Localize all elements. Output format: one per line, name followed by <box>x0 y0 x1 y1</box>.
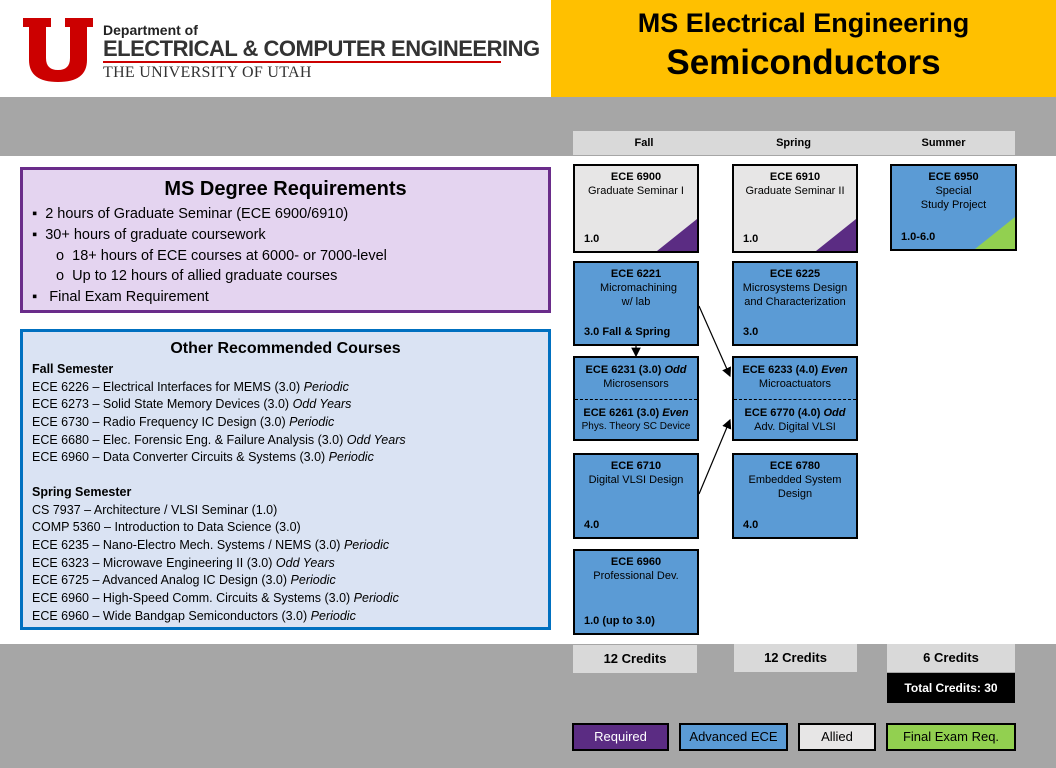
total-credits: Total Credits: 30 <box>887 673 1015 703</box>
course-number: ECE 6770 (4.0) Odd <box>744 407 846 419</box>
requirements-title: MS Degree Requirements <box>164 178 407 200</box>
course-name: Microsensors <box>603 378 669 390</box>
arrow-6710-to-6770 <box>698 418 732 495</box>
recommended-course: ECE 6960 – Wide Bandgap Semiconductors (… <box>32 609 356 623</box>
course-name: Digital VLSI Design <box>588 474 684 486</box>
recommended-course: ECE 6226 – Electrical Interfaces for MEM… <box>32 380 349 394</box>
course-name: Graduate Seminar II <box>745 185 845 197</box>
course-name: Embedded System Design <box>748 474 842 500</box>
university-u-logo <box>23 18 93 82</box>
course-ece-6900[interactable]: ECE 6900 Graduate Seminar I 1.0 <box>573 164 699 253</box>
legend-final-exam: Final Exam Req. <box>886 723 1016 751</box>
recommended-course: COMP 5360 – Introduction to Data Science… <box>32 520 301 534</box>
course-ece-6780[interactable]: ECE 6780 Embedded System Design 4.0 <box>732 453 858 539</box>
course-ece-6225[interactable]: ECE 6225 Microsystems Design and Charact… <box>732 261 858 346</box>
course-number: ECE 6950 <box>928 171 979 183</box>
requirement-item: ▪ 2 hours of Graduate Seminar (ECE 6900/… <box>32 206 349 222</box>
recommended-course: ECE 6235 – Nano-Electro Mech. Systems / … <box>32 538 390 552</box>
course-divider <box>575 399 697 400</box>
fall-semester-heading: Fall Semester <box>32 362 114 376</box>
recommended-course: ECE 6680 – Elec. Forensic Eng. & Failure… <box>32 433 406 447</box>
logo-area <box>0 0 551 97</box>
course-name: Phys. Theory SC Device <box>581 421 691 432</box>
requirement-item: ▪ 30+ hours of graduate coursework <box>32 227 266 243</box>
course-credits: 3.0 <box>743 326 759 338</box>
legend-required: Required <box>572 723 669 751</box>
requirement-item: ▪ Final Exam Requirement <box>32 289 209 305</box>
recommended-course: ECE 6725 – Advanced Analog IC Design (3.… <box>32 573 336 587</box>
recommended-courses-box: Other Recommended Courses Fall Semester … <box>20 329 551 630</box>
recommended-title: Other Recommended Courses <box>170 340 401 357</box>
course-credits: 1.0-6.0 <box>901 231 936 243</box>
fall-header: Fall <box>573 131 715 155</box>
recommended-course: ECE 6960 – High-Speed Comm. Circuits & S… <box>32 591 399 605</box>
course-number: ECE 6261 (3.0) Even <box>583 407 689 419</box>
degree-requirements-box: MS Degree Requirements ▪ 2 hours of Grad… <box>20 167 551 313</box>
recommended-course: ECE 6730 – Radio Frequency IC Design (3.… <box>32 415 335 429</box>
course-credits: 1.0 <box>584 233 600 245</box>
university-name: THE UNIVERSITY OF UTAH <box>103 64 312 81</box>
summer-header: Summer <box>872 131 1015 155</box>
required-marker <box>816 219 856 251</box>
spring-header: Spring <box>715 131 872 155</box>
course-number: ECE 6910 <box>769 171 821 183</box>
course-credits: 1.0 (up to 3.0) <box>584 615 655 627</box>
course-number: ECE 6710 <box>610 460 662 472</box>
requirement-subitem: o 18+ hours of ECE courses at 6000- or 7… <box>56 248 387 264</box>
course-divider <box>734 399 856 400</box>
course-credits: 4.0 <box>743 519 759 531</box>
recommended-course: CS 7937 – Architecture / VLSI Seminar (1… <box>32 503 278 517</box>
course-number: ECE 6231 (3.0) Odd <box>585 364 687 376</box>
course-ece-6231-6261[interactable]: ECE 6231 (3.0) Odd Microsensors ECE 6261… <box>573 356 699 441</box>
course-ece-6710[interactable]: ECE 6710 Digital VLSI Design 4.0 <box>573 453 699 539</box>
spring-credits: 12 Credits <box>734 644 857 672</box>
recommended-course: ECE 6323 – Microwave Engineering II (3.0… <box>32 556 335 570</box>
recommended-course: ECE 6273 – Solid State Memory Devices (3… <box>32 397 352 411</box>
dept-small-label: Department of <box>103 22 198 38</box>
legend-advanced-ece: Advanced ECE <box>679 723 788 751</box>
course-name: Micromachining w/ lab <box>600 282 678 308</box>
dept-name: ELECTRICAL & COMPUTER ENGINEERING <box>103 36 540 61</box>
arrow-6221-to-6233 <box>698 305 731 378</box>
course-number: ECE 6960 <box>610 556 662 568</box>
final-exam-marker <box>975 217 1015 249</box>
title-banner: MS Electrical Engineering Semiconductors <box>551 0 1056 97</box>
course-name: Professional Dev. <box>593 570 679 582</box>
course-name: Special Study Project <box>920 185 987 211</box>
course-number: ECE 6233 (4.0) Even <box>742 364 848 376</box>
course-credits: 4.0 <box>584 519 600 531</box>
spring-semester-heading: Spring Semester <box>32 485 132 499</box>
course-name: Adv. Digital VLSI <box>754 421 836 433</box>
recommended-course: ECE 6960 – Data Converter Circuits & Sys… <box>32 450 374 464</box>
legend-allied: Allied <box>798 723 876 751</box>
course-ece-6960[interactable]: ECE 6960 Professional Dev. 1.0 (up to 3.… <box>573 549 699 635</box>
logo-rule <box>103 61 501 63</box>
summer-credits: 6 Credits <box>887 644 1015 672</box>
course-ece-6910[interactable]: ECE 6910 Graduate Seminar II 1.0 <box>732 164 858 253</box>
course-name: Microsystems Design and Characterization <box>742 282 848 308</box>
course-ece-6950[interactable]: ECE 6950 Special Study Project 1.0-6.0 <box>890 164 1017 251</box>
program-emphasis: Semiconductors <box>666 43 941 82</box>
course-credits: 3.0 Fall & Spring <box>584 326 671 338</box>
course-name: Graduate Seminar I <box>588 185 684 197</box>
course-credits: 1.0 <box>743 233 759 245</box>
course-number: ECE 6221 <box>610 268 662 280</box>
requirement-subitem: o Up to 12 hours of allied graduate cour… <box>56 268 338 284</box>
course-number: ECE 6225 <box>769 268 821 280</box>
course-number: ECE 6780 <box>769 460 821 472</box>
course-ece-6221[interactable]: ECE 6221 Micromachining w/ lab 3.0 Fall … <box>573 261 699 346</box>
course-number: ECE 6900 <box>610 171 662 183</box>
course-ece-6233-6770[interactable]: ECE 6233 (4.0) Even Microactuators ECE 6… <box>732 356 858 441</box>
bottom-band <box>0 644 1056 768</box>
program-title: MS Electrical Engineering <box>637 8 970 38</box>
fall-credits: 12 Credits <box>573 645 697 673</box>
course-name: Microactuators <box>758 378 832 390</box>
required-marker <box>657 219 697 251</box>
